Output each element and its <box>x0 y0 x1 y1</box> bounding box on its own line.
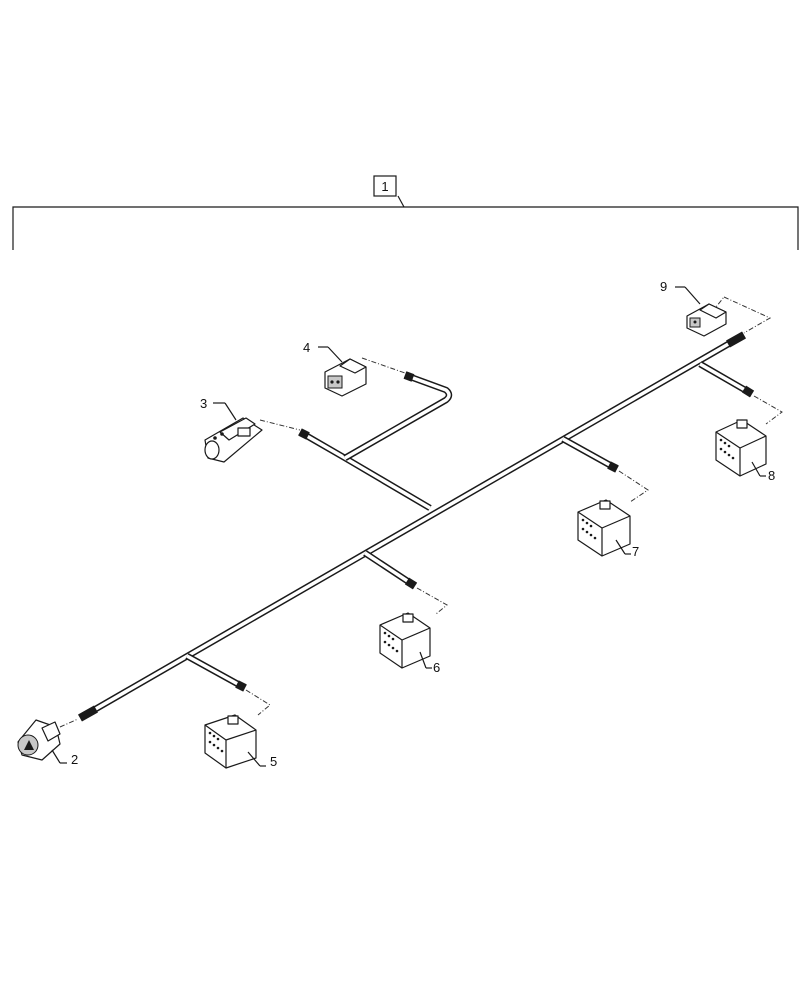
callout-3: 3 <box>200 396 207 411</box>
callout-4: 4 <box>303 340 310 355</box>
part-6-connector: 6 <box>379 612 440 675</box>
callout-9: 9 <box>660 279 667 294</box>
callout-6: 6 <box>433 660 440 675</box>
callout-1: 1 <box>381 179 388 194</box>
part-5-connector: 5 <box>204 714 277 769</box>
part-2-connector: 2 <box>17 719 78 767</box>
part-9-connector: 9 <box>660 279 727 337</box>
callout-5: 5 <box>270 754 277 769</box>
part-4-connector: 4 <box>303 340 367 397</box>
part-7-connector: 7 <box>577 499 639 559</box>
assembly-bracket: 1 <box>12 175 799 250</box>
callout-8: 8 <box>768 468 775 483</box>
wire-harness <box>78 331 755 722</box>
part-8-connector: 8 <box>715 419 775 483</box>
callout-2: 2 <box>71 752 78 767</box>
callout-7: 7 <box>632 544 639 559</box>
part-3-connector: 3 <box>200 396 263 463</box>
alignment-lines <box>59 296 783 728</box>
